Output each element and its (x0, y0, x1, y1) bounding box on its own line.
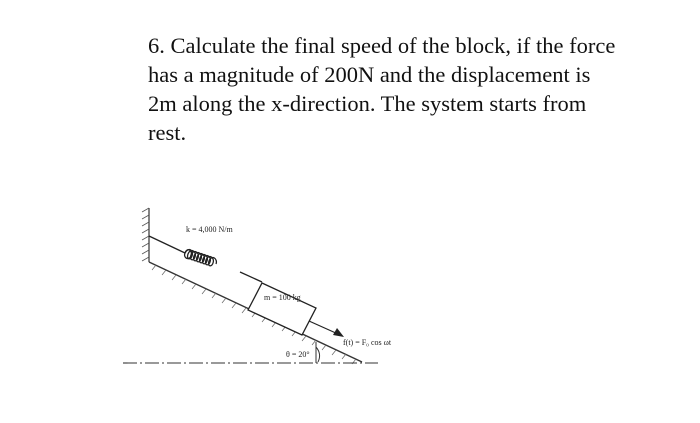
wall (141, 207, 150, 262)
angle-label: θ = 20° (286, 350, 310, 359)
force-arrow (308, 320, 344, 337)
problem-statement: 6. Calculate the final speed of the bloc… (148, 31, 618, 147)
mass-block (247, 282, 317, 336)
force-label: f(t) = F₀ cos ωt (343, 338, 392, 347)
angle-arc (315, 342, 321, 363)
spring-constant-label: k = 4,000 N/m (186, 225, 234, 234)
mass-label: m = 100 kg (264, 293, 301, 302)
spring (148, 235, 263, 283)
problem-number: 6. (148, 33, 165, 58)
problem-text: Calculate the final speed of the block, … (148, 33, 616, 145)
